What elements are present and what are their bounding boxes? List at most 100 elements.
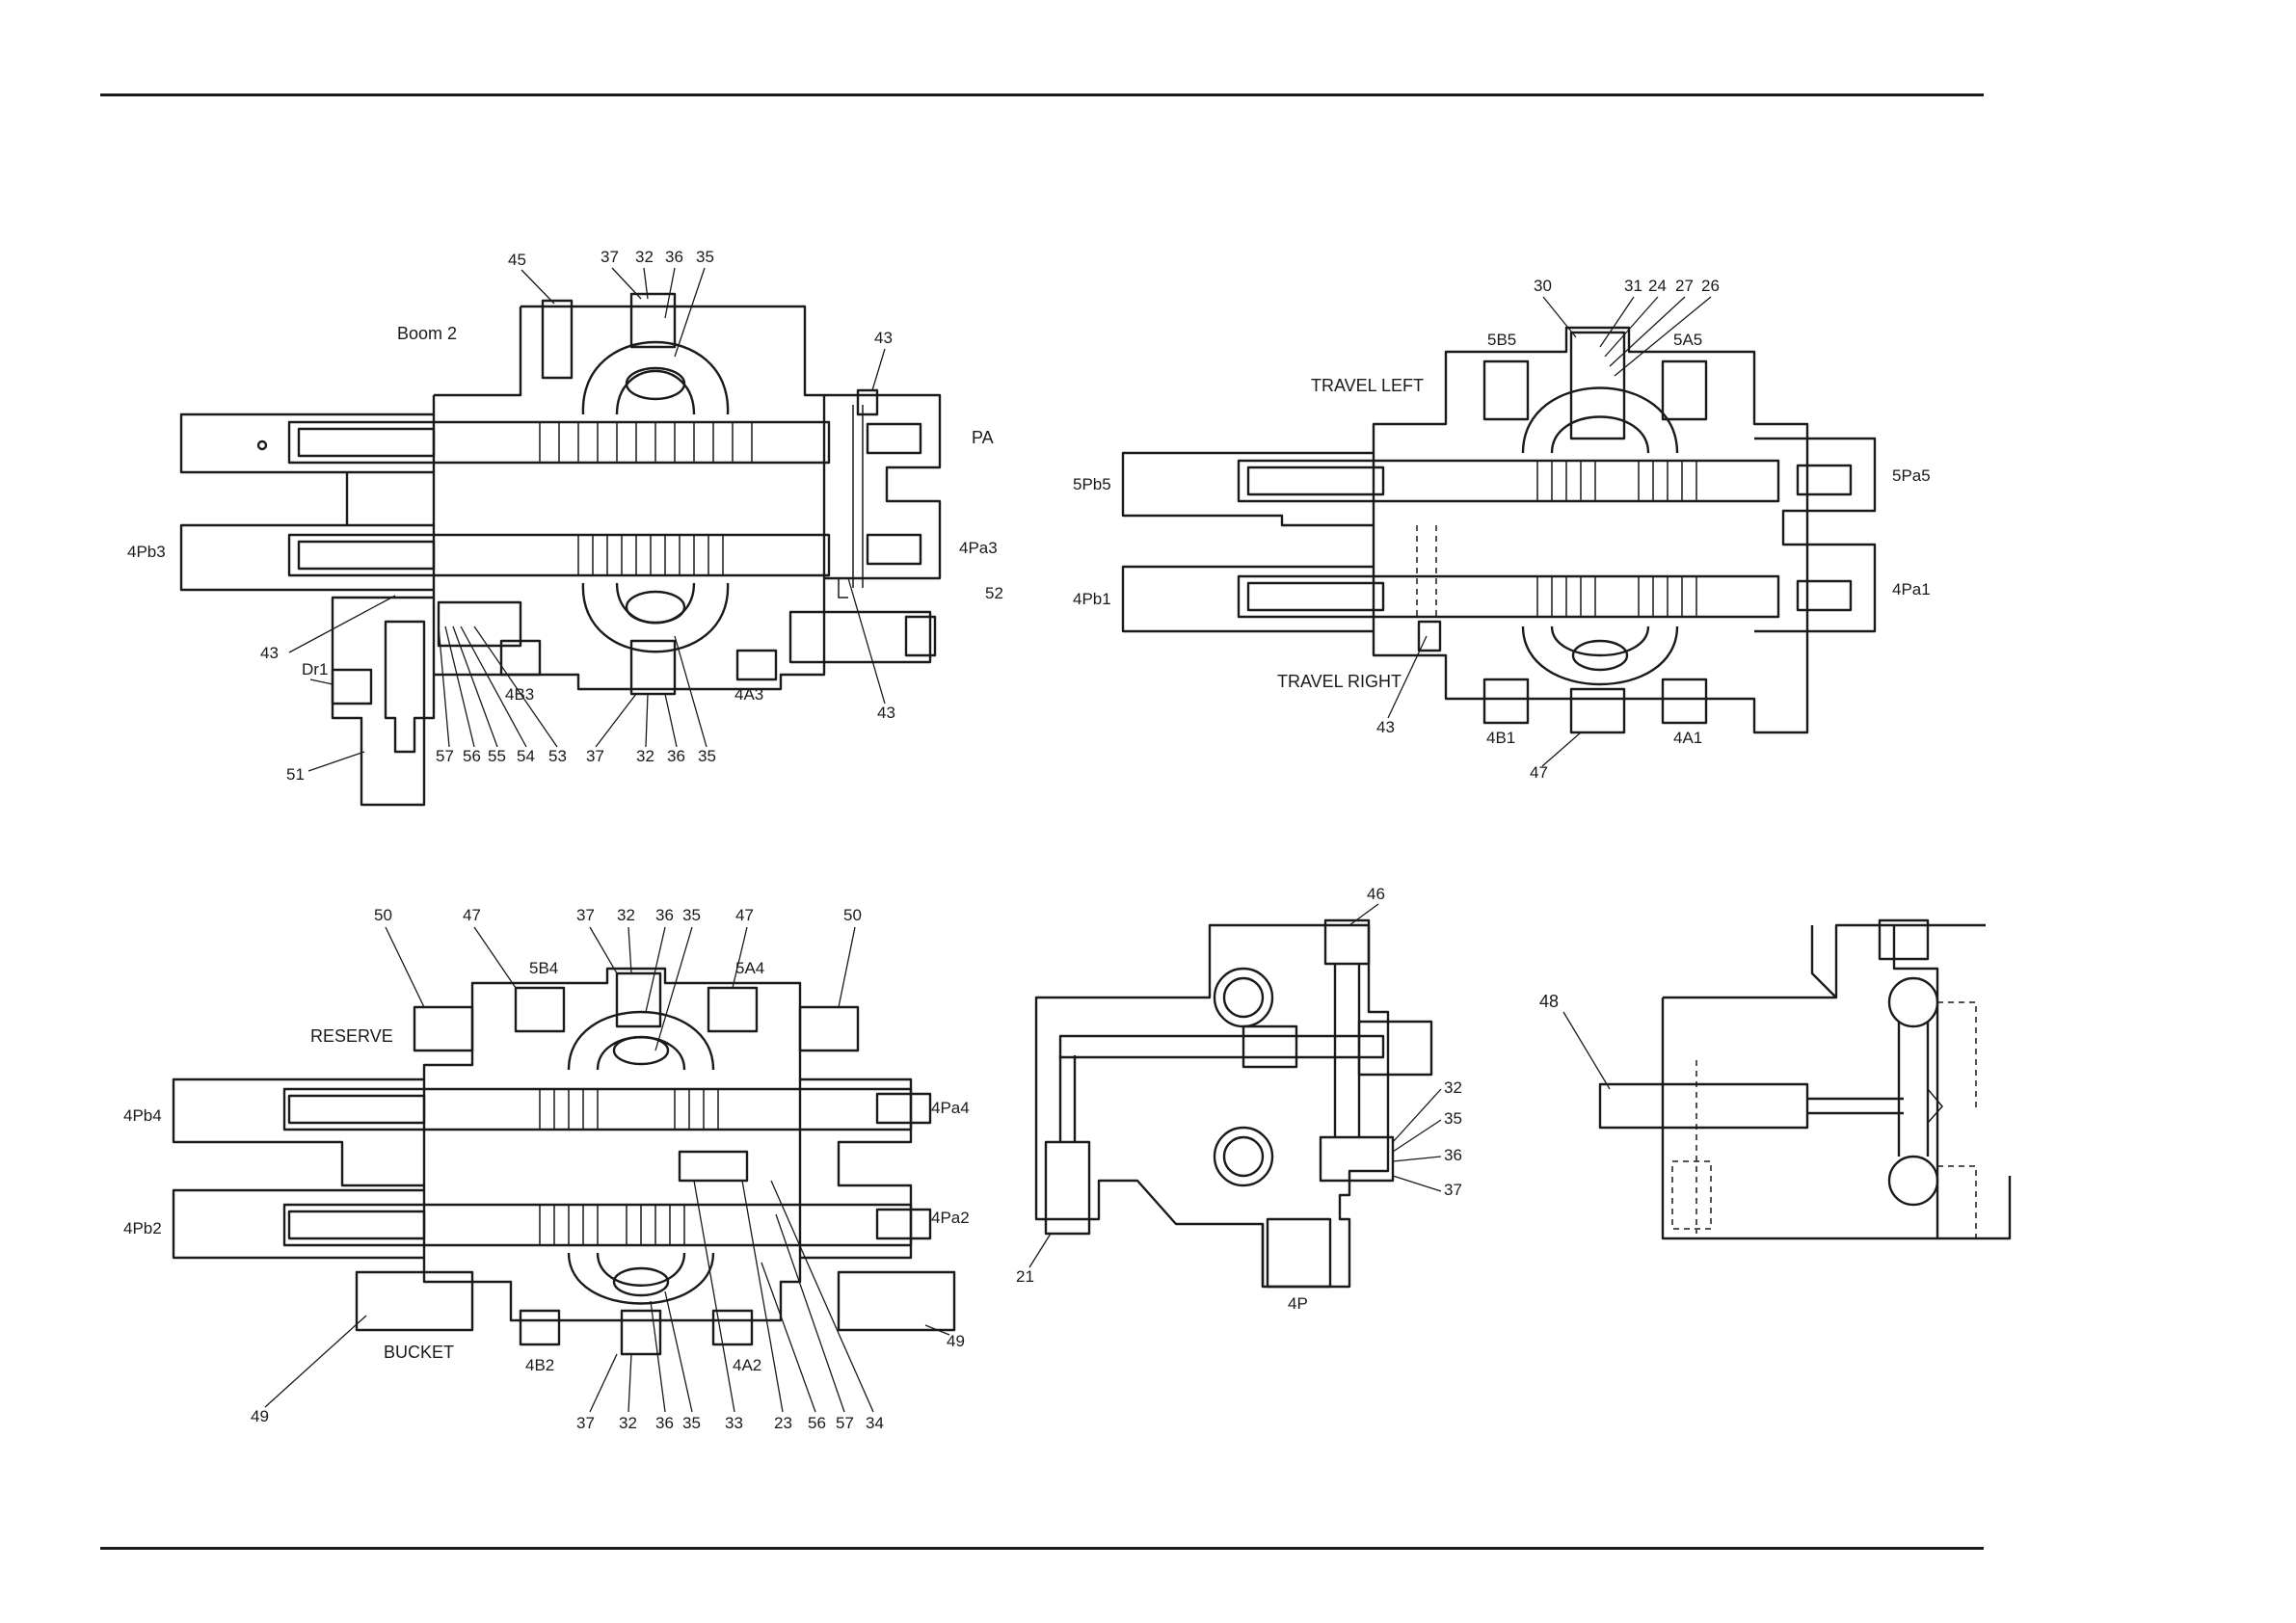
bucket-label-57: 57 [836, 1414, 854, 1432]
travel-port-5A5 [1661, 359, 1708, 421]
boom2-view [179, 292, 942, 807]
travel-left-cap-upper [1121, 451, 1374, 527]
bucket-port-4A2 [711, 1309, 754, 1346]
boom2-label-56: 56 [463, 747, 481, 765]
detail-view [1598, 918, 2012, 1240]
boom2-drain-valve-51 [384, 620, 426, 754]
travel-body [1372, 326, 1809, 734]
boom2-label-4Pa3: 4Pa3 [959, 539, 998, 557]
boom2-label-36-top: 36 [665, 248, 683, 266]
boom2-label-53: 53 [548, 747, 567, 765]
boom2-label-37-top: 37 [601, 248, 619, 266]
boom2-label-51: 51 [286, 765, 305, 784]
travel-label-4Pb1: 4Pb1 [1073, 590, 1111, 608]
bucket-port-4B2 [519, 1309, 561, 1346]
bucket-label-37-top: 37 [576, 906, 595, 924]
travel-label-30: 30 [1534, 277, 1552, 295]
bucket-label-4A2: 4A2 [733, 1356, 761, 1374]
boom2-label-37-bottom: 37 [586, 747, 604, 765]
bucket-label-32-bottom: 32 [619, 1414, 637, 1432]
travel-title-left: TRAVEL LEFT [1311, 376, 1424, 395]
inlet-valve-21 [1044, 1140, 1091, 1236]
bucket-label-32-top: 32 [617, 906, 635, 924]
boom2-right-cap-upper [824, 393, 942, 580]
bucket-label-50-right: 50 [843, 906, 862, 924]
travel-left-cap-lower [1121, 565, 1374, 633]
boom2-label-36-bottom: 36 [667, 747, 685, 765]
bucket-label-36-bottom: 36 [655, 1414, 674, 1432]
travel-label-5A5: 5A5 [1673, 331, 1702, 349]
travel-view [1121, 326, 1877, 734]
detail-body [1661, 923, 2012, 1240]
boom2-label-43-right: 43 [877, 704, 895, 722]
boom2-label-55: 55 [488, 747, 506, 765]
boom2-plug-bottom [629, 639, 677, 696]
boom2-label-4Pb3: 4Pb3 [127, 543, 166, 561]
travel-label-5Pa5: 5Pa5 [1892, 466, 1931, 485]
boom2-plug-top [629, 292, 677, 349]
bucket-check-33 [678, 1150, 749, 1183]
bucket-view [172, 967, 956, 1356]
bucket-label-50-left: 50 [374, 906, 392, 924]
bucket-relief-49-right [837, 1270, 956, 1332]
boom2-left-cap-lower [179, 523, 434, 592]
boom2-label-32-top: 32 [635, 248, 654, 266]
travel-spool-upper [1237, 459, 1780, 503]
travel-label-26: 26 [1701, 277, 1720, 295]
detail-label-48: 48 [1539, 992, 1559, 1011]
inlet-label-21: 21 [1016, 1267, 1034, 1286]
inlet-label-46: 46 [1367, 885, 1385, 903]
travel-label-27: 27 [1675, 277, 1694, 295]
boom2-label-4A3: 4A3 [734, 685, 763, 704]
boom2-label-32-bottom: 32 [636, 747, 654, 765]
boom2-label-35-bottom: 35 [698, 747, 716, 765]
bucket-label-23: 23 [774, 1414, 792, 1432]
travel-port-4B1 [1482, 678, 1530, 725]
inlet-plug-46 [1323, 918, 1371, 966]
bucket-title-bucket: BUCKET [384, 1343, 454, 1362]
bucket-label-47-right: 47 [735, 906, 754, 924]
bucket-label-4Pb4: 4Pb4 [123, 1106, 162, 1125]
travel-label-5B5: 5B5 [1487, 331, 1516, 349]
bucket-label-36-top: 36 [655, 906, 674, 924]
bucket-label-49-right: 49 [947, 1332, 965, 1350]
travel-label-31: 31 [1624, 277, 1642, 295]
travel-label-43: 43 [1376, 718, 1395, 736]
boom2-label-57: 57 [436, 747, 454, 765]
boom2-label-43-top: 43 [874, 329, 893, 347]
boom2-title: Boom 2 [397, 324, 457, 343]
bucket-left-cap-upper [172, 1078, 424, 1187]
boom2-label-54: 54 [517, 747, 535, 765]
inlet-label-36: 36 [1444, 1146, 1462, 1164]
bucket-label-49-left: 49 [251, 1407, 269, 1425]
bucket-port-5B4 [514, 986, 566, 1033]
inlet-label-35: 35 [1444, 1109, 1462, 1128]
travel-label-24: 24 [1648, 277, 1667, 295]
boom2-label-43-left: 43 [260, 644, 279, 662]
bottom-rule [100, 1547, 1984, 1550]
bucket-label-5A4: 5A4 [735, 959, 764, 977]
bucket-label-4Pa4: 4Pa4 [931, 1099, 970, 1117]
top-rule [100, 93, 1984, 96]
bucket-label-33: 33 [725, 1414, 743, 1432]
travel-port-5B5 [1482, 359, 1530, 421]
boom2-left-cap-upper [179, 412, 434, 474]
bucket-label-4Pb2: 4Pb2 [123, 1219, 162, 1237]
travel-label-4Pa1: 4Pa1 [1892, 580, 1931, 599]
bucket-label-35-bottom: 35 [682, 1414, 701, 1432]
inlet-spool [1058, 1034, 1385, 1059]
boom2-label-45: 45 [508, 251, 526, 269]
bucket-title-reserve: RESERVE [310, 1026, 393, 1046]
inlet-label-37: 37 [1444, 1181, 1462, 1199]
travel-label-47: 47 [1530, 763, 1548, 782]
detail-valve-48 [1598, 1082, 1809, 1130]
boom2-label-Dr1: Dr1 [302, 660, 328, 678]
bucket-relief-50-right [798, 1005, 860, 1052]
bucket-label-4Pa2: 4Pa2 [931, 1209, 970, 1227]
boom2-plug-45 [541, 299, 574, 380]
bucket-label-4B2: 4B2 [525, 1356, 554, 1374]
boom2-dr1-port [331, 668, 373, 705]
